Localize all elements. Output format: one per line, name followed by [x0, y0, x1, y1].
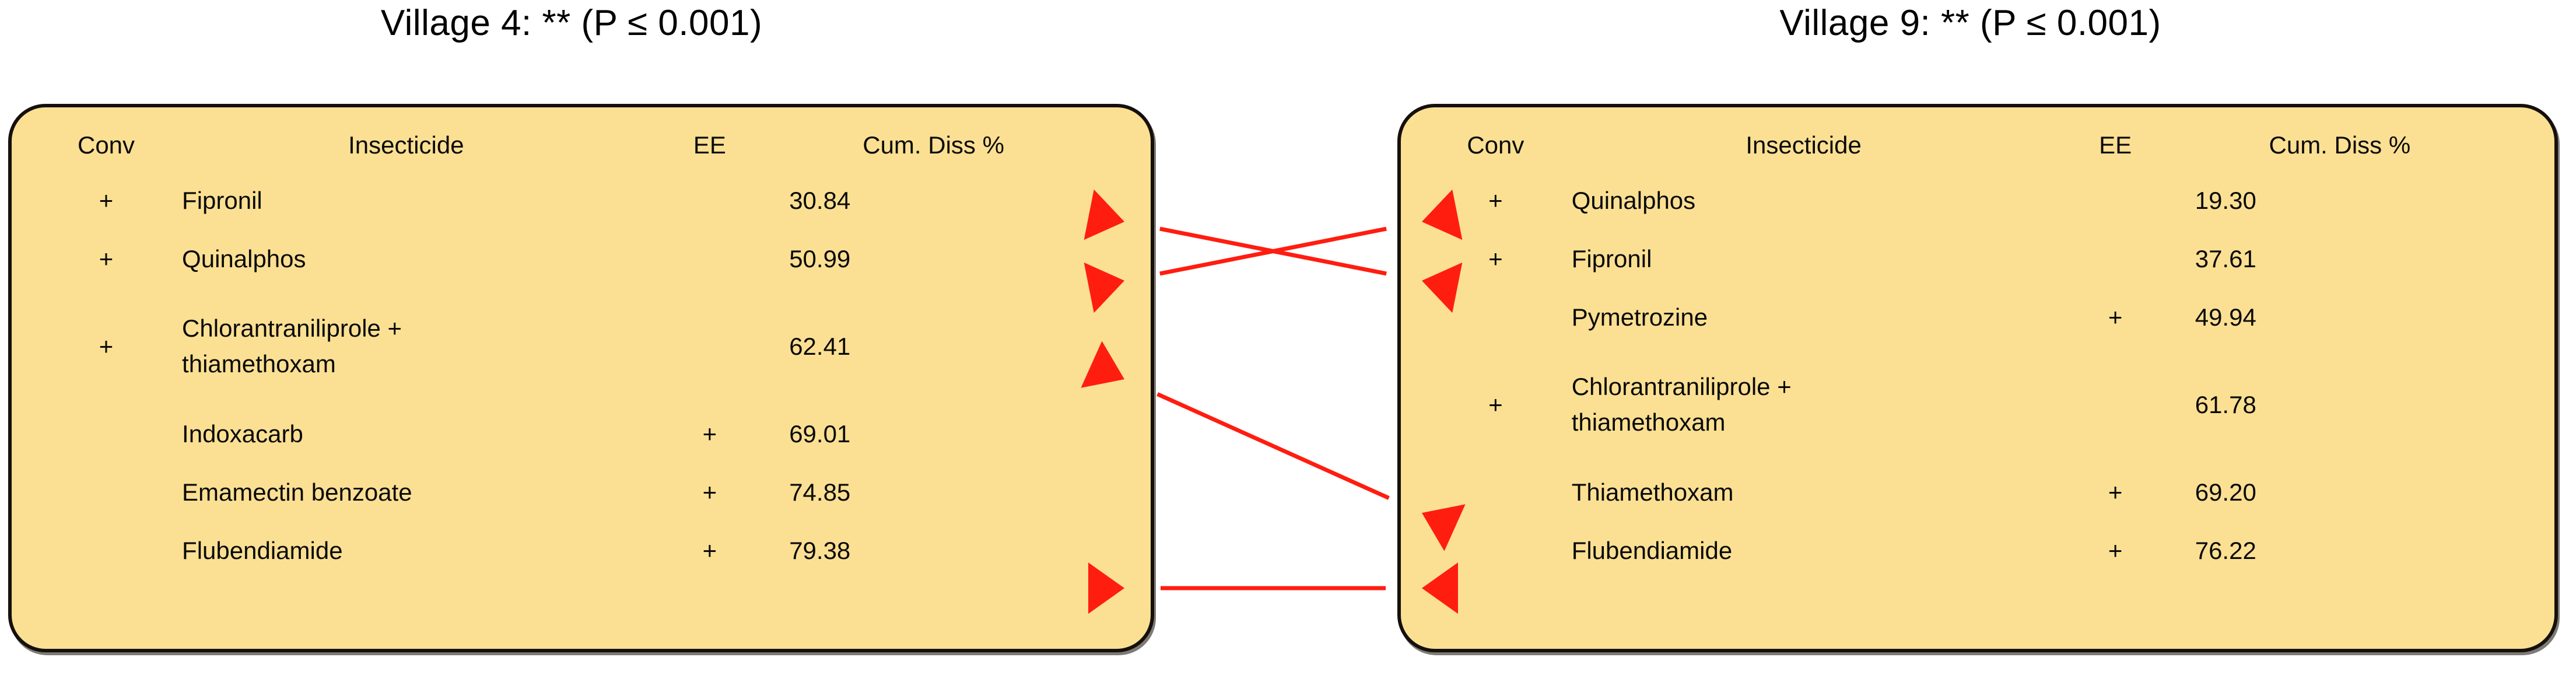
table-row: Indoxacarb + 69.01: [41, 406, 1086, 462]
cell-cum-diss: 76.22: [2186, 523, 2493, 579]
panel-village4: Village 4: ** (P ≤ 0.001) Conv Insectici…: [0, 0, 1172, 678]
column-header-insecticide: Insecticide: [174, 120, 639, 170]
cell-conv: +: [41, 231, 172, 287]
cell-insecticide: Quinalphos: [1563, 173, 2044, 229]
column-header-conv: Conv: [41, 120, 172, 170]
cell-insecticide: Flubendiamide: [1563, 523, 2044, 579]
cell-ee: +: [2046, 464, 2185, 520]
table-row: + Fipronil 37.61: [1430, 231, 2493, 287]
rounded-table-container-village4: Conv Insecticide EE Cum. Diss % + Fipron…: [8, 104, 1154, 652]
table-header-row: Conv Insecticide EE Cum. Diss %: [41, 120, 1086, 170]
table-village9: Conv Insecticide EE Cum. Diss % + Quinal…: [1428, 118, 2495, 581]
panel-title-village9: Village 9: ** (P ≤ 0.001): [1779, 3, 2161, 43]
cell-ee: [2046, 173, 2185, 229]
table-row: + Quinalphos 19.30: [1430, 173, 2493, 229]
cell-insecticide: Chlorantraniliprole + thiamethoxam: [174, 289, 639, 404]
cell-conv: +: [1430, 173, 1561, 229]
connector-line: [1159, 226, 1387, 276]
cell-cum-diss: 74.85: [781, 464, 1086, 520]
cell-insecticide: Indoxacarb: [174, 406, 639, 462]
column-header-cum-diss: Cum. Diss %: [2186, 120, 2493, 170]
panel-title-village4: Village 4: ** (P ≤ 0.001): [380, 3, 763, 43]
cell-ee: +: [640, 464, 779, 520]
table-row: + Fipronil 30.84: [41, 173, 1086, 229]
cell-insecticide: Emamectin benzoate: [174, 464, 639, 520]
cell-ee: [640, 173, 779, 229]
table-row: Flubendiamide + 76.22: [1430, 523, 2493, 579]
table-row: + Quinalphos 50.99: [41, 231, 1086, 287]
table-row: + Chlorantraniliprole + thiamethoxam 62.…: [41, 289, 1086, 404]
panel-village9: Village 9: ** (P ≤ 0.001) Conv Insectici…: [1388, 0, 2576, 678]
cell-insecticide: Thiamethoxam: [1563, 464, 2044, 520]
cell-conv: [1430, 523, 1561, 579]
cell-conv: [41, 464, 172, 520]
cell-ee: [2046, 231, 2185, 287]
cell-insecticide: Fipronil: [1563, 231, 2044, 287]
cell-cum-diss: 49.94: [2186, 289, 2493, 345]
cell-insecticide: Chlorantraniliprole + thiamethoxam: [1563, 348, 2044, 462]
cell-cum-diss: 69.20: [2186, 464, 2493, 520]
cell-insecticide: Flubendiamide: [174, 523, 639, 579]
cell-conv: +: [41, 173, 172, 229]
column-header-ee: EE: [640, 120, 779, 170]
cell-cum-diss: 62.41: [781, 289, 1086, 404]
cell-conv: +: [1430, 348, 1561, 462]
cell-ee: +: [640, 523, 779, 579]
table-row: + Chlorantraniliprole + thiamethoxam 61.…: [1430, 348, 2493, 462]
cell-ee: [640, 289, 779, 404]
rounded-table-container-village9: Conv Insecticide EE Cum. Diss % + Quinal…: [1397, 104, 2558, 652]
cell-cum-diss: 19.30: [2186, 173, 2493, 229]
cell-cum-diss: 30.84: [781, 173, 1086, 229]
table-header-row: Conv Insecticide EE Cum. Diss %: [1430, 120, 2493, 170]
table-row: Pymetrozine + 49.94: [1430, 289, 2493, 345]
cell-conv: [41, 406, 172, 462]
cell-conv: +: [41, 289, 172, 404]
table-village4: Conv Insecticide EE Cum. Diss % + Fipron…: [38, 118, 1088, 581]
cell-conv: +: [1430, 231, 1561, 287]
column-header-cum-diss: Cum. Diss %: [781, 120, 1086, 170]
column-header-ee: EE: [2046, 120, 2185, 170]
connector-line: [1159, 226, 1387, 276]
cell-ee: +: [2046, 289, 2185, 345]
cell-cum-diss: 50.99: [781, 231, 1086, 287]
cell-ee: +: [2046, 523, 2185, 579]
cell-cum-diss: 37.61: [2186, 231, 2493, 287]
connector-line: [1156, 392, 1390, 500]
table-row: Flubendiamide + 79.38: [41, 523, 1086, 579]
cell-conv: [1430, 289, 1561, 345]
cell-conv: [1430, 464, 1561, 520]
table-row: Thiamethoxam + 69.20: [1430, 464, 2493, 520]
cell-cum-diss: 61.78: [2186, 348, 2493, 462]
column-header-insecticide: Insecticide: [1563, 120, 2044, 170]
cell-insecticide: Fipronil: [174, 173, 639, 229]
cell-insecticide: Pymetrozine: [1563, 289, 2044, 345]
cell-ee: [640, 231, 779, 287]
cell-insecticide: Quinalphos: [174, 231, 639, 287]
cell-ee: +: [640, 406, 779, 462]
column-header-conv: Conv: [1430, 120, 1561, 170]
cell-cum-diss: 79.38: [781, 523, 1086, 579]
cell-ee: [2046, 348, 2185, 462]
cell-conv: [41, 523, 172, 579]
cell-cum-diss: 69.01: [781, 406, 1086, 462]
table-row: Emamectin benzoate + 74.85: [41, 464, 1086, 520]
